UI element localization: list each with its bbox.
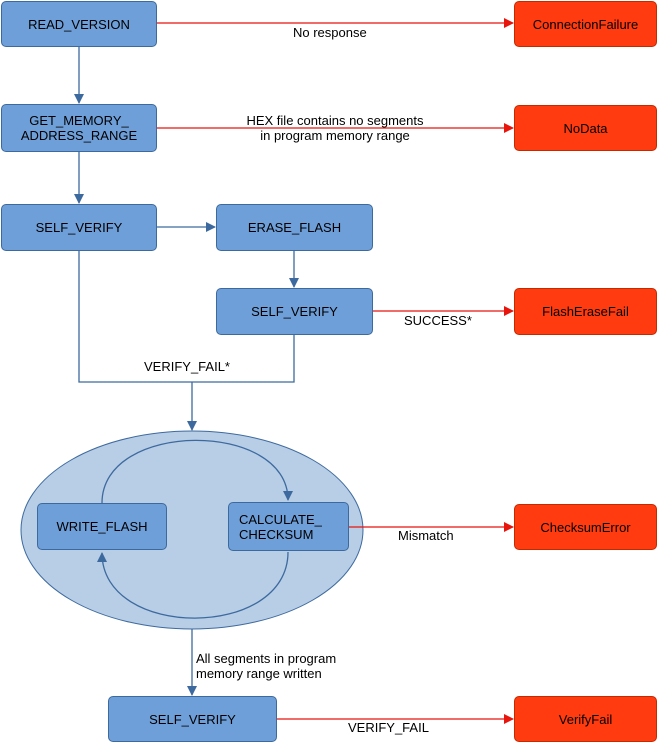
read-version-label: READ_VERSION <box>28 16 130 32</box>
self-verify-node-2: SELF_VERIFY <box>216 288 373 335</box>
self-verify-node-1: SELF_VERIFY <box>1 204 157 251</box>
edge-label-verify-fail: VERIFY_FAIL <box>348 720 429 735</box>
edge-label-all-segments-line1: All segments in program <box>196 651 337 666</box>
verify-fail-node: VerifyFail <box>514 696 657 742</box>
flash-erase-fail-node: FlashEraseFail <box>514 288 657 335</box>
edge-label-hex-file: HEX file contains no segments in program… <box>222 113 448 143</box>
write-flash-label: WRITE_FLASH <box>56 519 148 534</box>
checksum-error-node: ChecksumError <box>514 504 657 550</box>
self-verify-1-label: SELF_VERIFY <box>35 220 123 235</box>
calculate-checksum-label-line1: CALCULATE_ <box>239 511 322 527</box>
erase-flash-node: ERASE_FLASH <box>216 204 373 251</box>
calculate-checksum-label-line2: CHECKSUM <box>239 526 314 542</box>
edge-label-hex-line2: in program memory range <box>260 128 410 143</box>
self-verify-3-label: SELF_VERIFY <box>149 711 236 727</box>
no-data-label: NoData <box>563 120 608 136</box>
self-verify-2-label: SELF_VERIFY <box>251 304 338 319</box>
edge-label-verify-fail-star: VERIFY_FAIL* <box>144 359 230 374</box>
edge-label-no-response: No response <box>293 25 367 40</box>
loop-arc-bottom <box>97 551 289 619</box>
get-memory-address-range-node: GET_MEMORY_ ADDRESS_RANGE <box>1 104 157 152</box>
get-memory-label-line2: ADDRESS_RANGE <box>20 128 138 143</box>
checksum-error-label: ChecksumError <box>540 519 631 535</box>
erase-flash-label: ERASE_FLASH <box>247 220 342 235</box>
self-verify-node-3: SELF_VERIFY <box>108 696 277 742</box>
edge-label-success: SUCCESS* <box>404 313 472 328</box>
read-version-node: READ_VERSION <box>1 1 157 47</box>
edge-label-all-segments: All segments in program memory range wri… <box>196 651 336 681</box>
calculate-checksum-node: CALCULATE_ CHECKSUM <box>228 502 349 551</box>
connection-failure-node: ConnectionFailure <box>514 1 657 47</box>
connection-failure-label: ConnectionFailure <box>532 16 639 32</box>
edge-label-mismatch: Mismatch <box>398 528 454 543</box>
edge-label-hex-line1: HEX file contains no segments <box>246 113 424 128</box>
edge-verify-fail-merge <box>78 251 295 383</box>
edge-label-all-segments-line2: memory range written <box>196 666 322 681</box>
loop-arc-top <box>101 439 293 504</box>
write-flash-node: WRITE_FLASH <box>37 503 167 550</box>
verify-fail-node-label: VerifyFail <box>558 711 613 727</box>
no-data-node: NoData <box>514 105 657 151</box>
get-memory-label-line1: GET_MEMORY_ <box>29 113 129 128</box>
flash-erase-fail-label: FlashEraseFail <box>542 304 629 319</box>
